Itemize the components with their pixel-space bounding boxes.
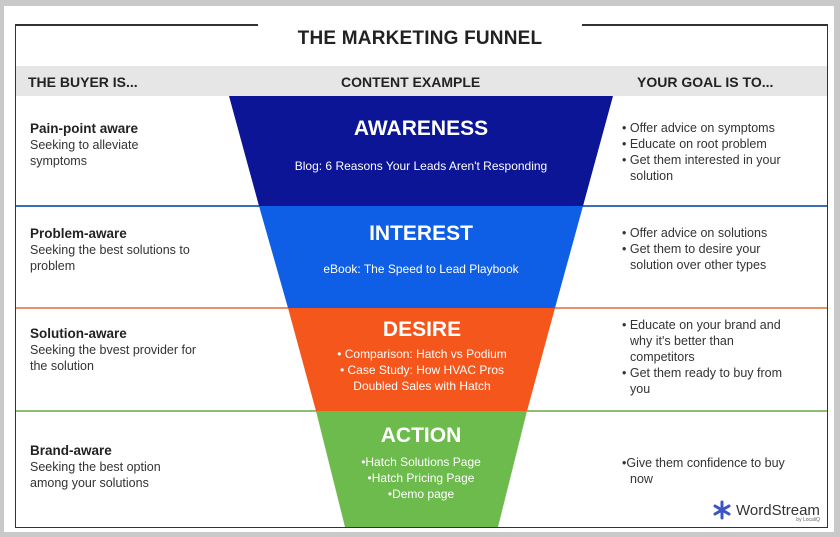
logo-subtext: by LocaliQ [796, 517, 820, 523]
divider [15, 24, 258, 26]
goals-action: •Give them confidence to buy now [622, 456, 785, 486]
logo-text: WordStream [736, 501, 820, 519]
divider [582, 24, 828, 26]
goals-awareness: • Offer advice on symptoms• Educate on r… [622, 121, 781, 183]
funnel-interest [259, 206, 583, 308]
snowflake-icon [713, 500, 731, 520]
header-goal: YOUR GOAL IS TO... [637, 74, 774, 90]
goals-desire: • Educate on your brand and why it's bet… [622, 318, 782, 396]
page-title: THE MARKETING FUNNEL [297, 28, 543, 49]
stage-action: ACTION•Hatch Solutions Page•Hatch Pricin… [361, 424, 481, 501]
header-buyer: THE BUYER IS... [28, 74, 138, 90]
funnel-desire [288, 308, 555, 411]
header-row [16, 66, 827, 96]
frame [15, 24, 828, 528]
goals-interest: • Offer advice on solutions• Get them to… [622, 226, 768, 272]
funnel-awareness [229, 96, 613, 206]
stage-desire: DESIRE• Comparison: Hatch vs Podium• Cas… [337, 318, 507, 393]
funnel-action [316, 411, 527, 527]
header-content: CONTENT EXAMPLE [341, 74, 481, 90]
wordstream-logo: WordStream by LocaliQ [712, 500, 820, 523]
